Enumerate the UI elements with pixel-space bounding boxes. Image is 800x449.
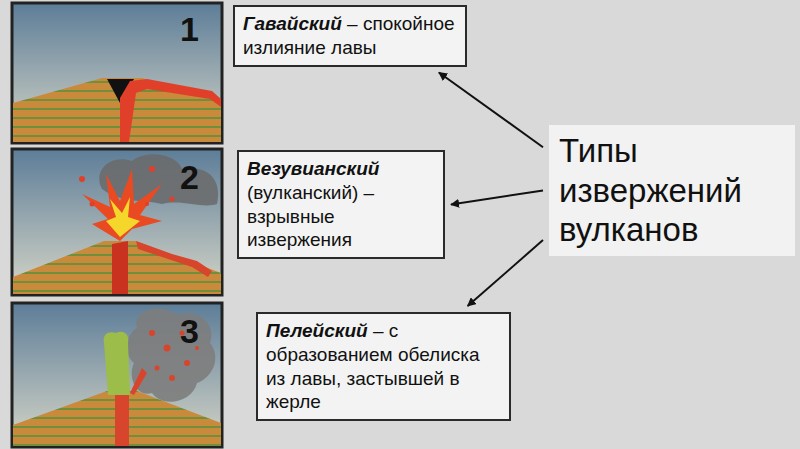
type-box: Везувианский (вулканский) – взрывные изв… [237,150,445,259]
type-name: Пелейский [266,320,368,341]
arrow-connector [468,240,543,306]
type-description: Типы извержений вулканов [559,132,742,248]
type-name: Гавайский [243,13,342,34]
callout-number: 1 [180,12,199,46]
title-node: Типы извержений вулканов [549,125,795,256]
hawaiian-panel [12,3,222,143]
callout-number: 2 [180,160,199,194]
vesuvian-panel [12,149,222,295]
pelean-panel [12,303,222,447]
type-box: Гавайский – спокойное излияние лавы [233,5,467,67]
type-name: Везувианский [247,158,379,179]
arrow-connector [439,73,543,148]
callout-number: 3 [180,314,199,348]
type-box: Пелейский – с образованием обелиска из л… [256,312,511,421]
arrow-connector [451,190,543,204]
type-description: (вулканский) – взрывные извержения [247,182,374,251]
